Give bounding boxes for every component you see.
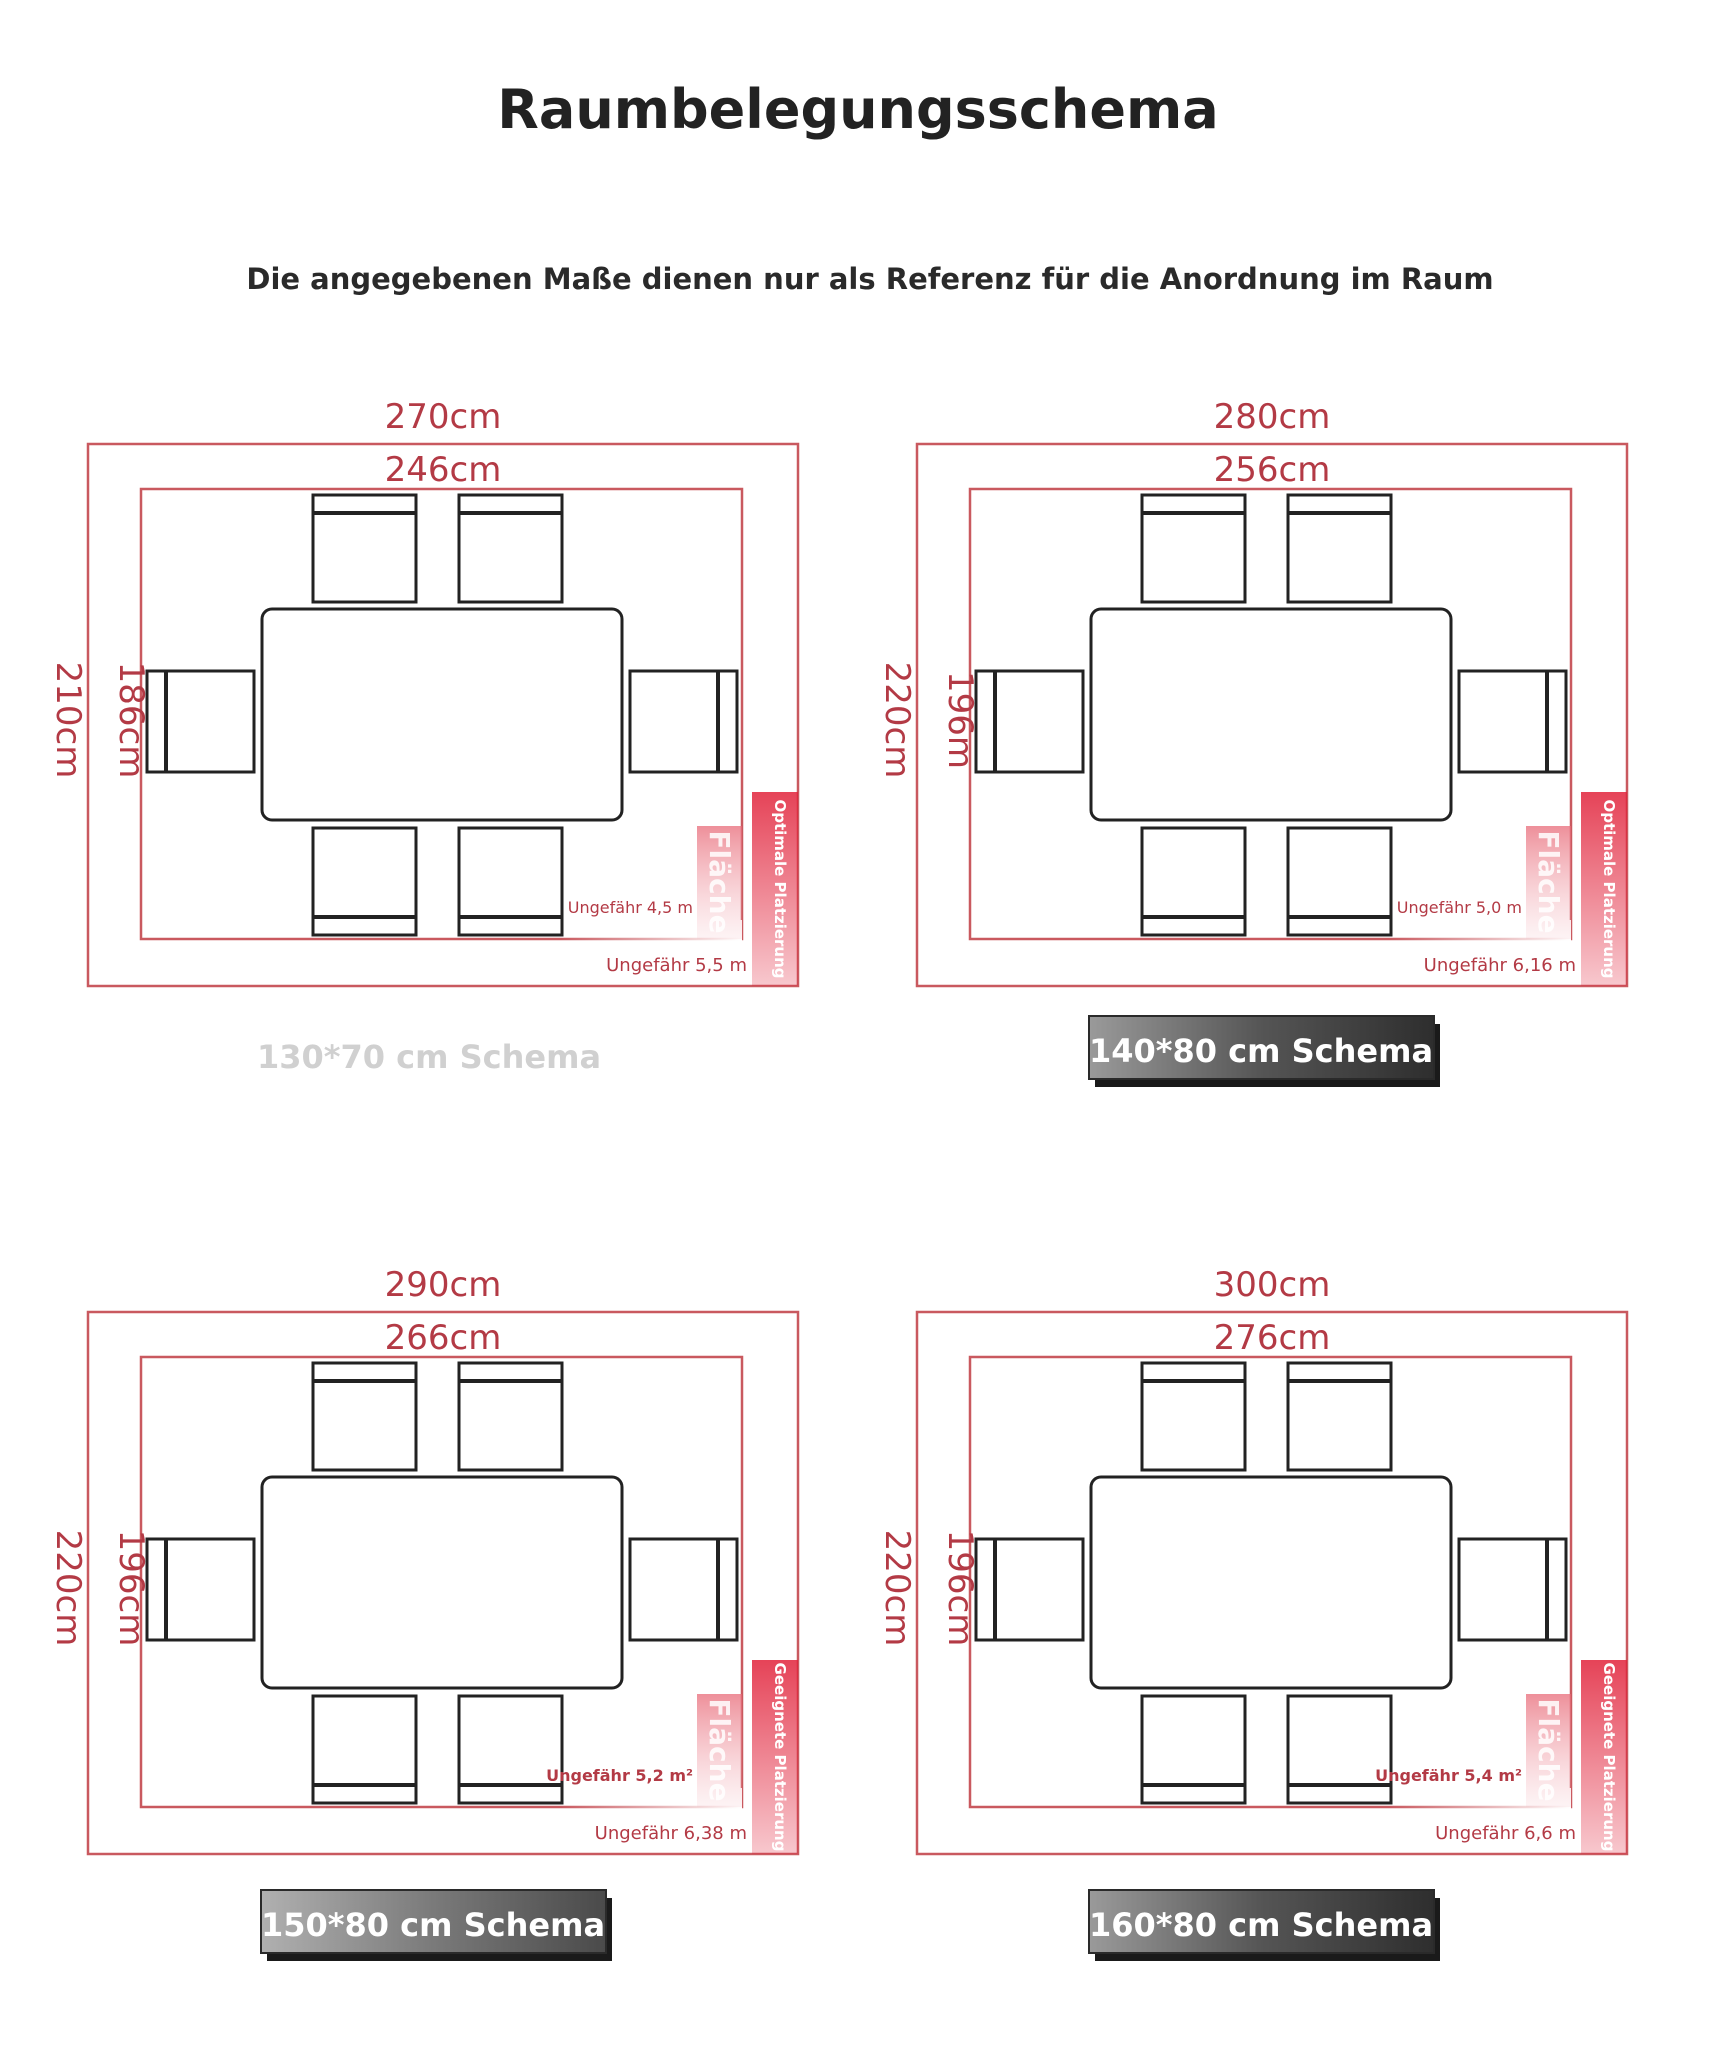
inner-area-note: Ungefähr 4,5 m <box>568 898 693 917</box>
inner-area-outline <box>139 1355 744 1809</box>
inner-area-note: Ungefähr 5,0 m <box>1397 898 1522 917</box>
outer-height-label: 220cm <box>877 1530 917 1647</box>
inner-height-label: 196cm <box>940 1530 980 1647</box>
chair-right <box>628 1537 739 1642</box>
chair-right <box>1457 669 1568 774</box>
schema-caption: 140*80 cm Schema <box>1089 1032 1433 1070</box>
area-tag-background <box>1526 1694 1571 1807</box>
placement-tag-background <box>752 792 798 986</box>
area-tag-label: Fläche <box>1532 1698 1565 1801</box>
inner-area-outline <box>139 487 744 941</box>
placement-tag-background <box>752 1660 798 1854</box>
outer-width-label: 270cm <box>385 397 502 437</box>
area-tag-background <box>697 826 742 939</box>
dining-table <box>1089 1475 1453 1690</box>
dining-table <box>1089 607 1453 822</box>
area-tag-background <box>1526 826 1571 939</box>
chair-right <box>628 669 739 774</box>
inner-height-label: 196cm <box>111 1530 151 1647</box>
dining-table <box>260 1475 624 1690</box>
inner-area-note: Ungefähr 5,2 m² <box>546 1766 693 1785</box>
inner-area-note: Ungefähr 5,4 m² <box>1375 1766 1522 1785</box>
placement-tag-background <box>1581 792 1627 986</box>
outer-width-label: 280cm <box>1214 397 1331 437</box>
inner-area-outline <box>968 1355 1573 1809</box>
chair-right <box>1457 1537 1568 1642</box>
area-tag-label: Fläche <box>703 1698 736 1801</box>
placement-tag-background <box>1581 1660 1627 1854</box>
schema-caption: 150*80 cm Schema <box>261 1906 605 1944</box>
outer-room-outline <box>86 1310 800 1856</box>
placement-tag-label: Geeignete Platzierung <box>1600 1663 1618 1852</box>
inner-width-label: 276cm <box>1214 1318 1331 1358</box>
inner-width-label: 266cm <box>385 1318 502 1358</box>
outer-height-label: 210cm <box>48 662 88 779</box>
page-title: Raumbelegungsschema <box>497 78 1219 141</box>
outer-area-note: Ungefähr 6,6 m <box>1435 1823 1576 1844</box>
outer-room-outline <box>915 1310 1629 1856</box>
schema-button <box>1088 1015 1435 1080</box>
outer-height-label: 220cm <box>877 662 917 779</box>
inner-height-label: 196m <box>940 671 980 769</box>
placement-tag-label: Optimale Platzierung <box>771 799 789 978</box>
outer-area-note: Ungefähr 6,16 m <box>1424 955 1576 976</box>
outer-height-label: 220cm <box>48 1530 88 1647</box>
outer-area-note: Ungefähr 6,38 m <box>595 1823 747 1844</box>
area-tag-label: Fläche <box>703 830 736 933</box>
placement-tag-label: Optimale Platzierung <box>1600 799 1618 978</box>
schema-button <box>260 1889 607 1954</box>
schema-caption: 130*70 cm Schema <box>257 1038 601 1076</box>
schema-button <box>1088 1889 1435 1954</box>
inner-area-outline <box>968 487 1573 941</box>
chair-left <box>145 669 256 774</box>
inner-width-label: 256cm <box>1214 450 1331 490</box>
outer-area-note: Ungefähr 5,5 m <box>606 955 747 976</box>
chair-left <box>974 669 1085 774</box>
chair-left <box>145 1537 256 1642</box>
outer-width-label: 290cm <box>385 1265 502 1305</box>
dining-table <box>260 607 624 822</box>
outer-room-outline <box>86 442 800 988</box>
chair-left <box>974 1537 1085 1642</box>
area-tag-label: Fläche <box>1532 830 1565 933</box>
area-tag-background <box>697 1694 742 1807</box>
outer-room-outline <box>915 442 1629 988</box>
inner-height-label: 186cm <box>111 662 151 779</box>
page-subtitle: Die angegebenen Maße dienen nur als Refe… <box>246 262 1494 296</box>
outer-width-label: 300cm <box>1214 1265 1331 1305</box>
schema-caption: 160*80 cm Schema <box>1089 1906 1433 1944</box>
placement-tag-label: Geeignete Platzierung <box>771 1663 789 1852</box>
inner-width-label: 246cm <box>385 450 502 490</box>
